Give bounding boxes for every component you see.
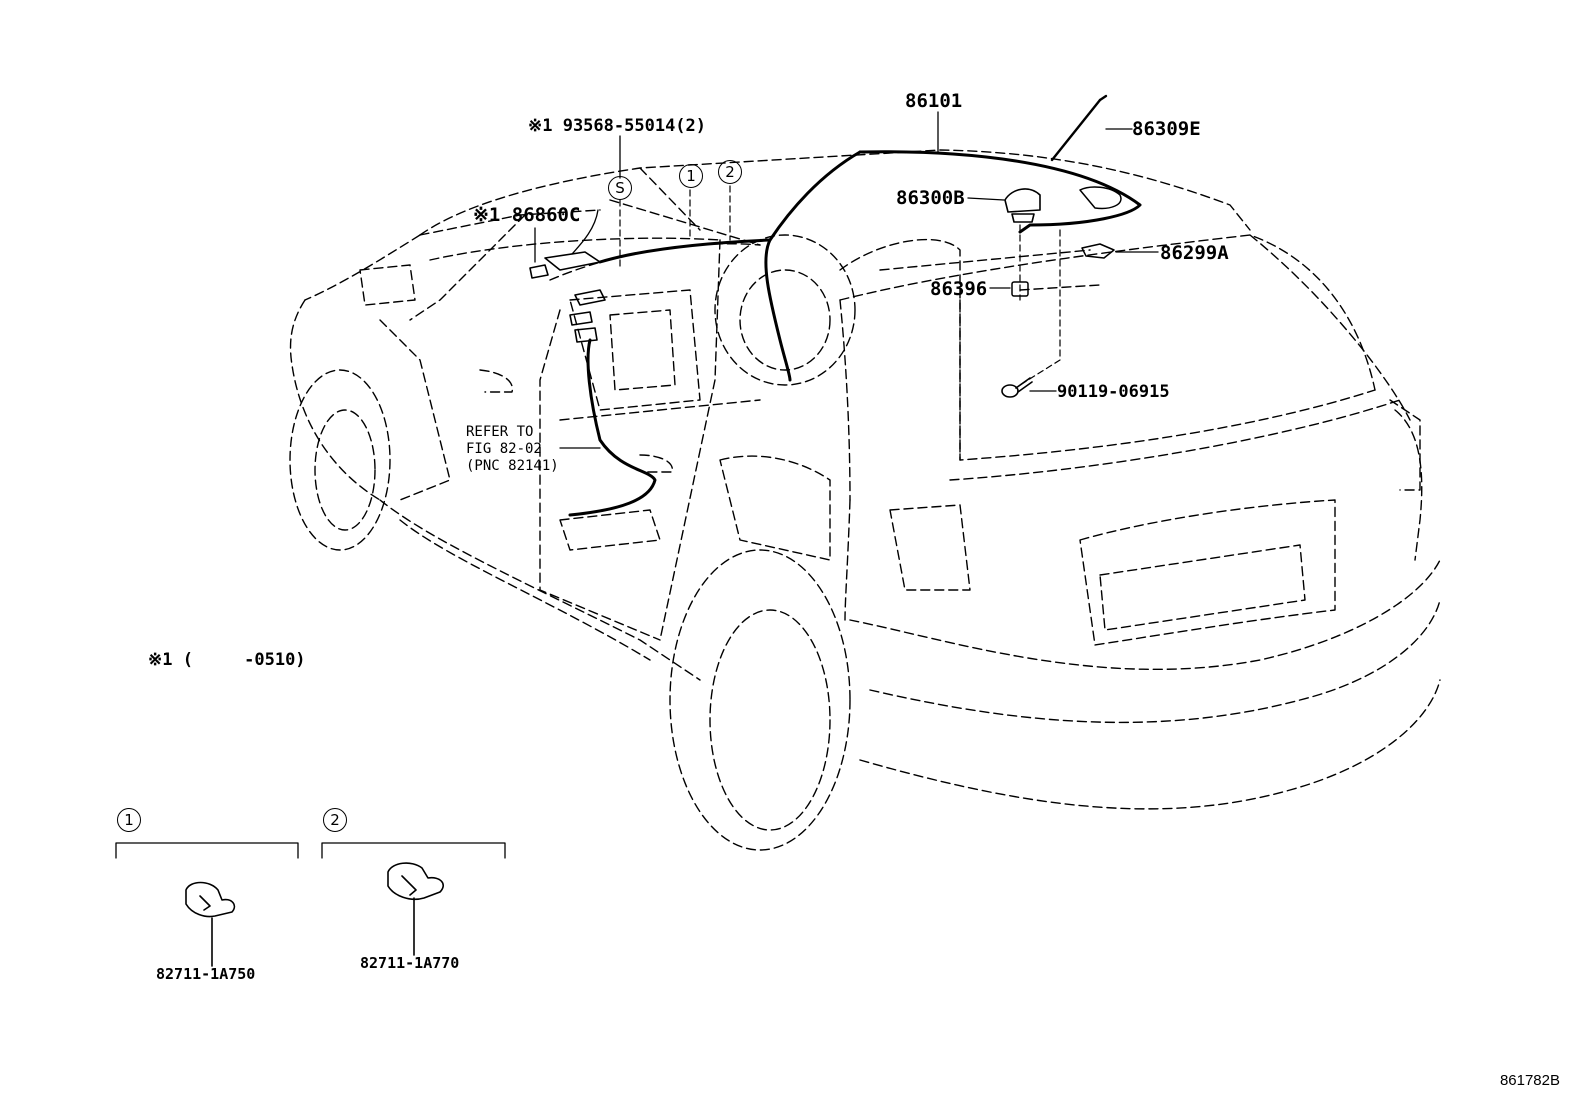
refer-to-note: REFER TO FIG 82-02 (PNC 82141) (466, 424, 559, 475)
inset-part-2-shape (387, 862, 444, 956)
callout-86101: 86101 (905, 90, 963, 112)
inset-brackets (115, 842, 506, 859)
callout-leaders (534, 111, 1159, 449)
marker-1: 1 (679, 164, 703, 188)
inset-2-marker: 2 (323, 808, 347, 832)
amplifier-unit (529, 251, 606, 343)
callout-86396: 86396 (930, 278, 988, 300)
antenna-base-shape (1004, 188, 1041, 223)
antenna-cable (568, 150, 1142, 517)
cord-clip-shape (1079, 186, 1122, 259)
callout-86860c: ※1 86860C (473, 204, 581, 226)
inset-2-part-number: 82711-1A770 (360, 954, 460, 972)
marker-2: 2 (718, 160, 742, 184)
assembly-dashed-leaders (619, 185, 1061, 386)
callout-86299a: 86299A (1160, 242, 1229, 264)
refer-line-2: FIG 82-02 (466, 441, 542, 457)
callout-90119-06915: 90119-06915 (1057, 382, 1170, 402)
footnote: ※1 ( -0510) (148, 650, 306, 670)
inset-1-marker: 1 (117, 808, 141, 832)
antenna-pole-shape (1050, 94, 1108, 162)
bolt-shape (1001, 377, 1033, 398)
figure-id: 861782B (1499, 1072, 1560, 1089)
callout-86300b: 86300B (896, 187, 965, 209)
refer-line-3: (PNC 82141) (466, 458, 559, 474)
callout-93568-55014: ※1 93568-55014(2) (528, 116, 707, 136)
inset-part-1-shape (185, 881, 236, 967)
vehicle-body-outline (289, 149, 1441, 851)
marker-s: S (608, 176, 632, 200)
refer-line-1: REFER TO (466, 424, 534, 440)
callout-86309e: 86309E (1132, 118, 1201, 140)
inset-1-part-number: 82711-1A750 (156, 965, 256, 983)
